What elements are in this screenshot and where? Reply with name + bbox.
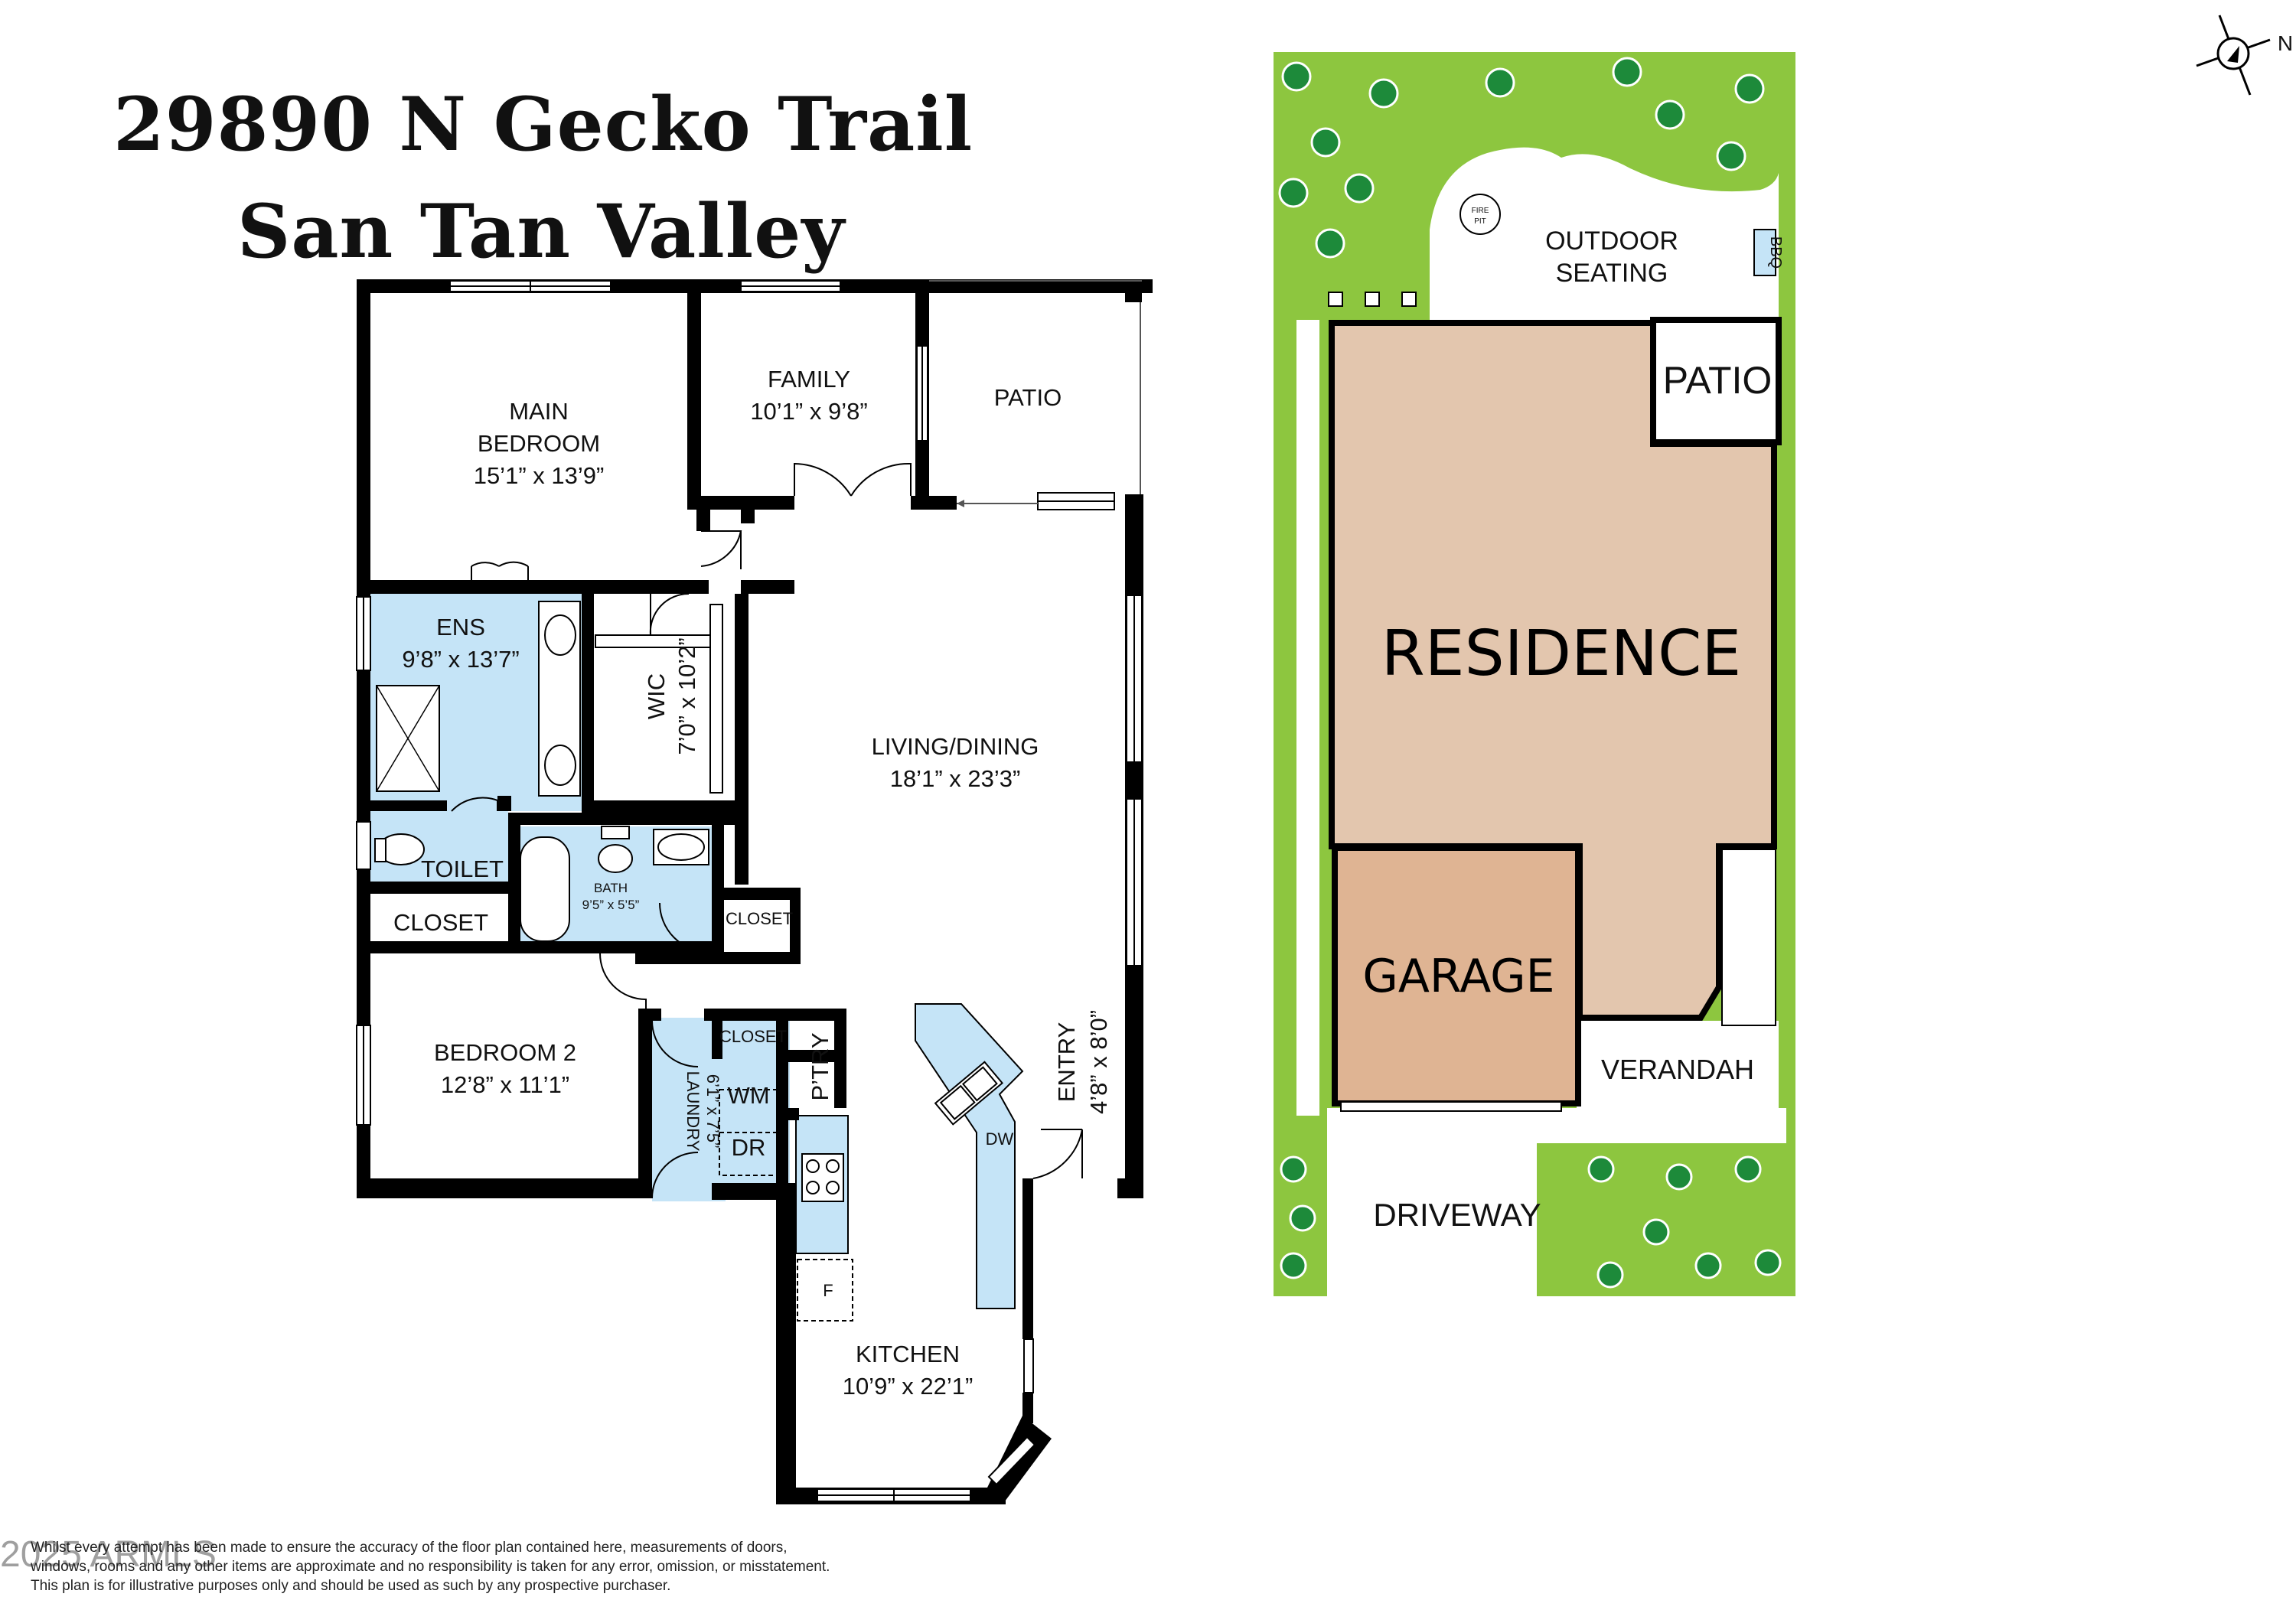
disclaimer-line-2: windows, rooms and any other items are a… — [31, 1559, 830, 1575]
tree-icon — [1642, 1218, 1670, 1246]
tree-icon — [1612, 57, 1642, 87]
residence-label: RESIDENCE — [1381, 618, 1741, 690]
closet-hall-name: CLOSET — [726, 909, 793, 928]
disclaimer-line-3: This plan is for illustrative purposes o… — [31, 1578, 671, 1594]
closet-laundry-name: CLOSET — [719, 1027, 787, 1046]
verandah-area — [1577, 1021, 1779, 1116]
driveway-area — [1327, 1116, 1537, 1296]
fixtures — [374, 601, 1004, 1322]
tree-icon — [1734, 1155, 1762, 1183]
tree-icon — [1278, 178, 1309, 208]
tree-icon — [1734, 73, 1765, 104]
city-title: San Tan Valley — [237, 188, 846, 275]
wic-dims: 7’0” x 10’2” — [673, 637, 700, 754]
windows — [356, 280, 1143, 1502]
tree-icon — [1344, 173, 1375, 204]
patio-area — [1650, 317, 1782, 445]
address-title: 29890 N Gecko Trail — [113, 81, 974, 168]
kitchen-dims: 10’9” x 22’1” — [843, 1373, 974, 1400]
fire-pit-label-2: PIT — [1474, 217, 1486, 226]
main-bedroom-name: MAIN — [509, 398, 569, 425]
dryer-label: DR — [732, 1134, 766, 1161]
closet-left-name: CLOSET — [393, 909, 488, 936]
ens-dims: 9’8” x 13’7” — [402, 646, 519, 673]
tree-icon — [1368, 78, 1399, 109]
tree-icon — [1315, 228, 1345, 259]
tree-icon — [1280, 1155, 1307, 1183]
garage-block — [1332, 845, 1581, 1106]
compass-icon: N — [2196, 15, 2293, 96]
washer-label: WM — [727, 1082, 769, 1109]
patio-name: PATIO — [994, 384, 1062, 411]
family-dims: 10’1” x 9’8” — [750, 398, 867, 425]
main-bedroom-name-2: BEDROOM — [478, 430, 600, 457]
garage-label: GARAGE — [1362, 950, 1554, 1003]
tree-icon — [1665, 1163, 1693, 1191]
outdoor-seating-label-2: SEATING — [1556, 259, 1668, 288]
fridge-label: F — [823, 1281, 833, 1300]
tree-icon — [1280, 1252, 1307, 1279]
doors — [451, 462, 1083, 1199]
disclaimer: Whilst every attempt has been made to en… — [31, 1538, 830, 1595]
ens-name: ENS — [436, 614, 485, 640]
compass-north-label: N — [2278, 31, 2293, 55]
tree-icon — [1485, 67, 1515, 98]
main-bedroom-dims: 15’1” x 13’9” — [474, 462, 605, 489]
bbq-label: BBQ — [1767, 236, 1784, 269]
bedroom2-dims: 12’8” x 11’1” — [441, 1071, 569, 1098]
tree-icon — [1281, 61, 1312, 92]
outdoor-seating-area — [1430, 147, 1779, 320]
dishwasher-label: DW — [986, 1129, 1014, 1149]
tree-icon — [1716, 141, 1746, 171]
living-dining-name: LIVING/DINING — [872, 733, 1039, 760]
tree-icon — [1596, 1261, 1624, 1289]
tree-icons — [1278, 57, 1782, 1289]
laundry-dims: 6’1” x 7’5” — [703, 1074, 722, 1149]
kitchen-name: KITCHEN — [856, 1341, 960, 1367]
tree-icon — [1587, 1155, 1615, 1183]
fire-pit-label: FIRE — [1472, 207, 1489, 215]
entry-name: ENTRY — [1053, 1022, 1080, 1103]
verandah-label: VERANDAH — [1601, 1054, 1754, 1085]
tree-icon — [1310, 127, 1341, 158]
disclaimer-line-1: Whilst every attempt has been made to en… — [31, 1540, 788, 1556]
site-plan: OUTDOOR SEATING FIRE PIT BBQ PATIO RESID… — [1274, 52, 1795, 1296]
wic-name: WIC — [643, 673, 670, 719]
tree-icon — [1655, 99, 1685, 130]
entry-dims: 4’8” x 8’0” — [1085, 1010, 1112, 1114]
driveway-label: DRIVEWAY — [1373, 1197, 1541, 1233]
site-patio-label: PATIO — [1663, 359, 1773, 402]
family-name: FAMILY — [768, 366, 850, 393]
pantry-name: P’TRY — [807, 1032, 833, 1100]
room-labels: MAIN BEDROOM 15’1” x 13’9” FAMILY 10’1” … — [393, 366, 1112, 1400]
bedroom2-name: BEDROOM 2 — [434, 1039, 576, 1066]
living-dining-dims: 18’1” x 23’3” — [890, 765, 1021, 792]
outdoor-seating-label: OUTDOOR — [1545, 227, 1678, 256]
laundry-name: LAUNDRY — [683, 1071, 703, 1152]
bath-dims: 9’5” x 5’5” — [582, 898, 640, 912]
tree-icon — [1694, 1252, 1722, 1279]
kitchen-counter-right — [915, 1003, 1024, 1309]
bath-name: BATH — [594, 881, 628, 895]
side-path — [1296, 320, 1319, 1116]
watermark: 2025 ARMLS — [0, 1534, 217, 1575]
toilet-name: TOILET — [421, 855, 504, 882]
tree-icon — [1754, 1249, 1782, 1276]
patio-outline — [929, 280, 1142, 510]
tree-icon — [1289, 1204, 1316, 1232]
